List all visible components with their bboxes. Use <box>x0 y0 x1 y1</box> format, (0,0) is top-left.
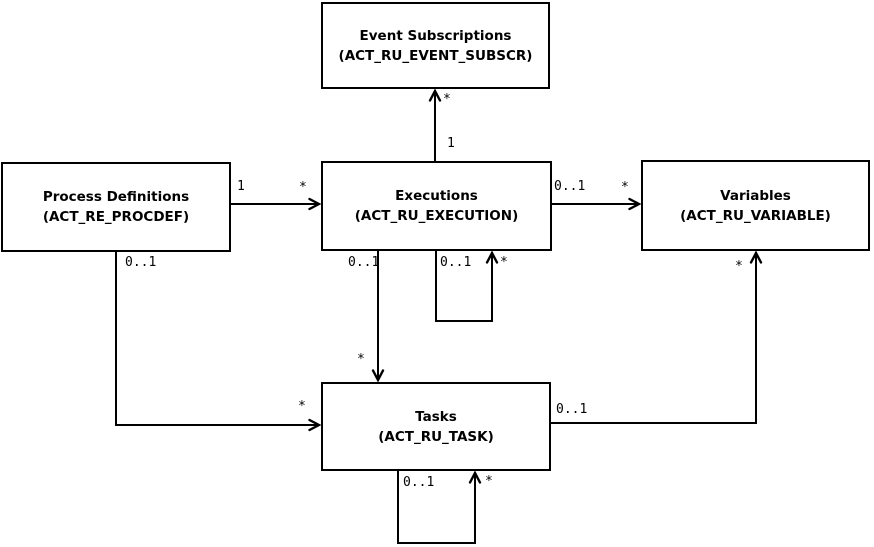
multiplicity-variables-left-end: * <box>621 180 629 195</box>
multiplicity-tasks-self-target: * <box>485 474 493 489</box>
entity-process-definitions: Process Definitions (ACT_RE_PROCDEF) <box>1 162 231 252</box>
edge-tasks-self-loop <box>397 470 475 544</box>
multiplicity-variables-bottom-end: * <box>735 259 743 274</box>
edge-process-definitions-to-tasks <box>115 251 319 425</box>
edge-tasks-to-variables <box>550 253 756 424</box>
multiplicity-tasks-top-end: * <box>357 352 365 367</box>
multiplicity-executions-top-end: 1 <box>447 136 455 151</box>
multiplicity-process-definitions-bottom-end: 0..1 <box>125 255 157 270</box>
multiplicity-tasks-self-source: 0..1 <box>403 475 435 490</box>
multiplicity-executions-self-target: * <box>500 255 508 270</box>
multiplicity-executions-bottom-end: 0..1 <box>348 255 380 270</box>
multiplicity-process-definitions-end: 1 <box>237 179 245 194</box>
multiplicity-tasks-left-end: * <box>298 399 306 414</box>
entity-table-name: (ACT_RU_EVENT_SUBSCR) <box>338 47 533 64</box>
multiplicity-executions-right-end: 0..1 <box>554 179 586 194</box>
entity-table-name: (ACT_RE_PROCDEF) <box>42 209 190 225</box>
entity-title: Event Subscriptions <box>359 27 512 44</box>
entity-table-name: (ACT_RU_TASK) <box>378 428 494 445</box>
entity-tasks: Tasks (ACT_RU_TASK) <box>321 382 551 471</box>
entity-table-name: (ACT_RU_EXECUTION) <box>354 208 519 224</box>
entity-executions: Executions (ACT_RU_EXECUTION) <box>321 161 552 251</box>
entity-title: Variables <box>720 187 791 204</box>
multiplicity-executions-self-source: 0..1 <box>440 255 472 270</box>
edge-executions-self-loop <box>435 250 492 322</box>
multiplicity-event-subscriptions-end: * <box>443 92 451 107</box>
entity-event-subscriptions: Event Subscriptions (ACT_RU_EVENT_SUBSCR… <box>321 2 550 89</box>
entity-title: Executions <box>395 188 478 204</box>
multiplicity-tasks-right-end: 0..1 <box>556 402 588 417</box>
entity-variables: Variables (ACT_RU_VARIABLE) <box>641 160 870 251</box>
multiplicity-executions-left-end: * <box>299 180 307 195</box>
entity-title: Process Definitions <box>42 189 190 205</box>
entity-table-name: (ACT_RU_VARIABLE) <box>680 207 831 224</box>
entity-title: Tasks <box>415 408 457 425</box>
